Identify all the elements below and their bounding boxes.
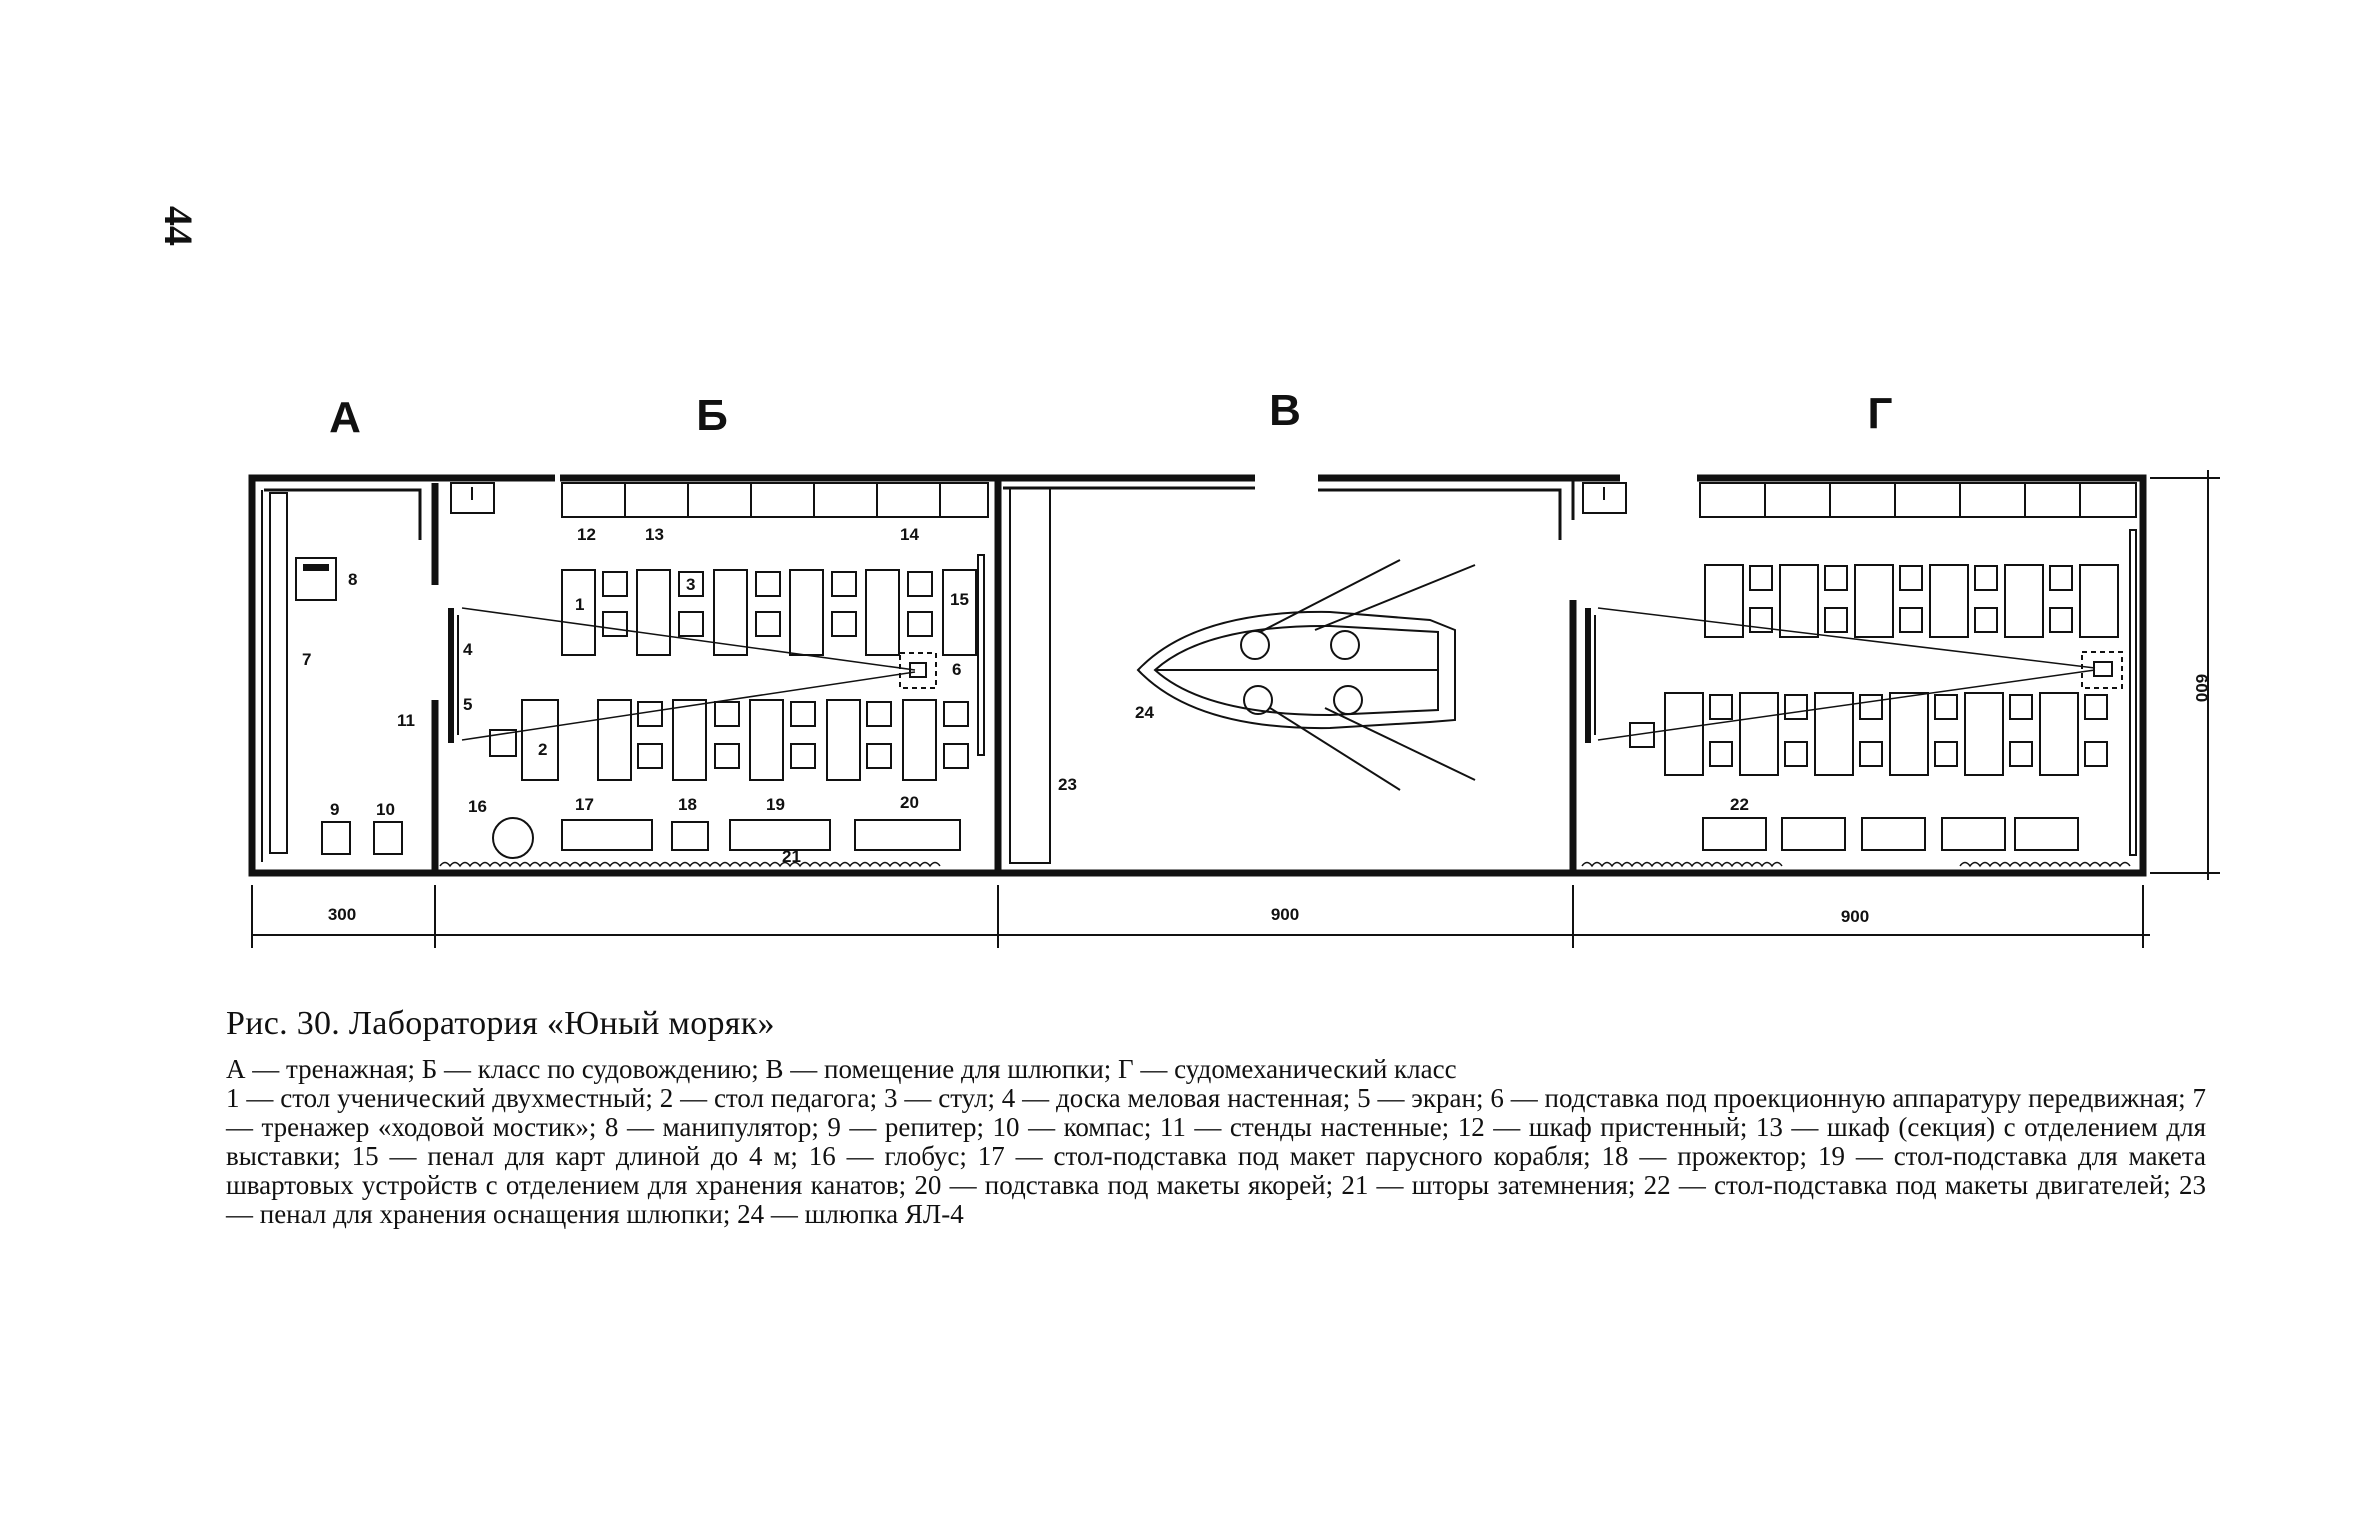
dimension-300: 300 bbox=[328, 905, 356, 924]
figure-caption-legend: 1 — стол ученический двухместный; 2 — ст… bbox=[226, 1083, 2206, 1229]
label-10: 10 bbox=[376, 800, 395, 819]
label-2: 2 bbox=[538, 740, 547, 759]
label-1: 1 bbox=[575, 595, 584, 614]
chairs-g-bottom bbox=[1709, 694, 2108, 767]
label-4: 4 bbox=[463, 640, 473, 659]
boat-yal-4 bbox=[1136, 559, 1476, 791]
label-12: 12 bbox=[577, 525, 596, 544]
map-case bbox=[977, 554, 985, 756]
label-6: 6 bbox=[952, 660, 961, 679]
repeater bbox=[321, 821, 351, 855]
globe bbox=[492, 817, 534, 859]
student-desks-b-bottom bbox=[521, 699, 937, 781]
dimension-900-v: 900 bbox=[1271, 905, 1299, 924]
projection-lines-g bbox=[1597, 607, 2096, 741]
blackout-curtains bbox=[579, 861, 941, 868]
label-16: 16 bbox=[468, 797, 487, 816]
simulator-bridge bbox=[269, 492, 288, 854]
student-desks-g-top bbox=[1704, 564, 2119, 638]
dimension-lines bbox=[251, 470, 2220, 948]
section-label-a: А bbox=[329, 393, 361, 442]
label-8: 8 bbox=[348, 570, 357, 589]
label-23: 23 bbox=[1058, 775, 1077, 794]
label-7: 7 bbox=[302, 650, 311, 669]
boat-equipment-case bbox=[1009, 487, 1051, 864]
label-24: 24 bbox=[1135, 703, 1154, 722]
teacher-chair bbox=[489, 729, 517, 757]
engine-model-tables bbox=[1702, 817, 2079, 851]
figure-caption-title: Рис. 30. Лаборатория «Юный моряк» bbox=[226, 1005, 775, 1042]
chairs-b-bottom bbox=[637, 701, 969, 769]
label-15: 15 bbox=[950, 590, 969, 609]
label-22: 22 bbox=[1730, 795, 1749, 814]
section-label-v: В bbox=[1269, 386, 1301, 435]
floor-plan-diagram: А Б В Г 8 7 9 10 bbox=[248, 386, 2220, 948]
student-desks-b-top bbox=[561, 569, 977, 656]
student-desks-g-bottom bbox=[1664, 692, 2079, 776]
compass bbox=[373, 821, 403, 855]
blackout-curtains bbox=[439, 861, 591, 868]
chairs-b-top bbox=[602, 571, 933, 637]
manipulator bbox=[295, 557, 337, 601]
wall-cabinets-b bbox=[561, 482, 989, 518]
blackout-curtains-g bbox=[1581, 861, 1783, 868]
label-18: 18 bbox=[678, 795, 697, 814]
sink-icon bbox=[1582, 482, 1627, 514]
label-14: 14 bbox=[900, 525, 919, 544]
projector-stand bbox=[899, 652, 937, 689]
section-label-b: Б bbox=[696, 391, 728, 440]
label-13: 13 bbox=[645, 525, 664, 544]
figure-caption-sections: А — тренажная; Б — класс по судовождению… bbox=[226, 1054, 1457, 1084]
dimension-600: 600 bbox=[2192, 674, 2211, 702]
dimension-900-g: 900 bbox=[1841, 907, 1869, 926]
chairs-g-top bbox=[1749, 565, 2073, 633]
wall-cabinets-g bbox=[1699, 482, 2137, 518]
sink-icon bbox=[450, 482, 495, 514]
label-21: 21 bbox=[782, 847, 801, 866]
wall-stand-g bbox=[2129, 529, 2137, 856]
section-label-g: Г bbox=[1868, 389, 1893, 438]
projection-lines-b bbox=[461, 607, 916, 741]
label-17: 17 bbox=[575, 795, 594, 814]
blackout-curtains-g bbox=[1959, 861, 2131, 868]
outer-walls bbox=[248, 474, 2147, 877]
wall-board-g bbox=[1585, 608, 1591, 743]
label-11: 11 bbox=[397, 711, 415, 730]
label-20: 20 bbox=[900, 793, 919, 812]
label-19: 19 bbox=[766, 795, 785, 814]
label-9: 9 bbox=[330, 800, 339, 819]
label-3: 3 bbox=[686, 575, 695, 594]
wall-board bbox=[448, 608, 454, 743]
projector-stand-g bbox=[2081, 651, 2123, 689]
display-tables-b bbox=[561, 819, 961, 851]
label-5: 5 bbox=[463, 695, 472, 714]
